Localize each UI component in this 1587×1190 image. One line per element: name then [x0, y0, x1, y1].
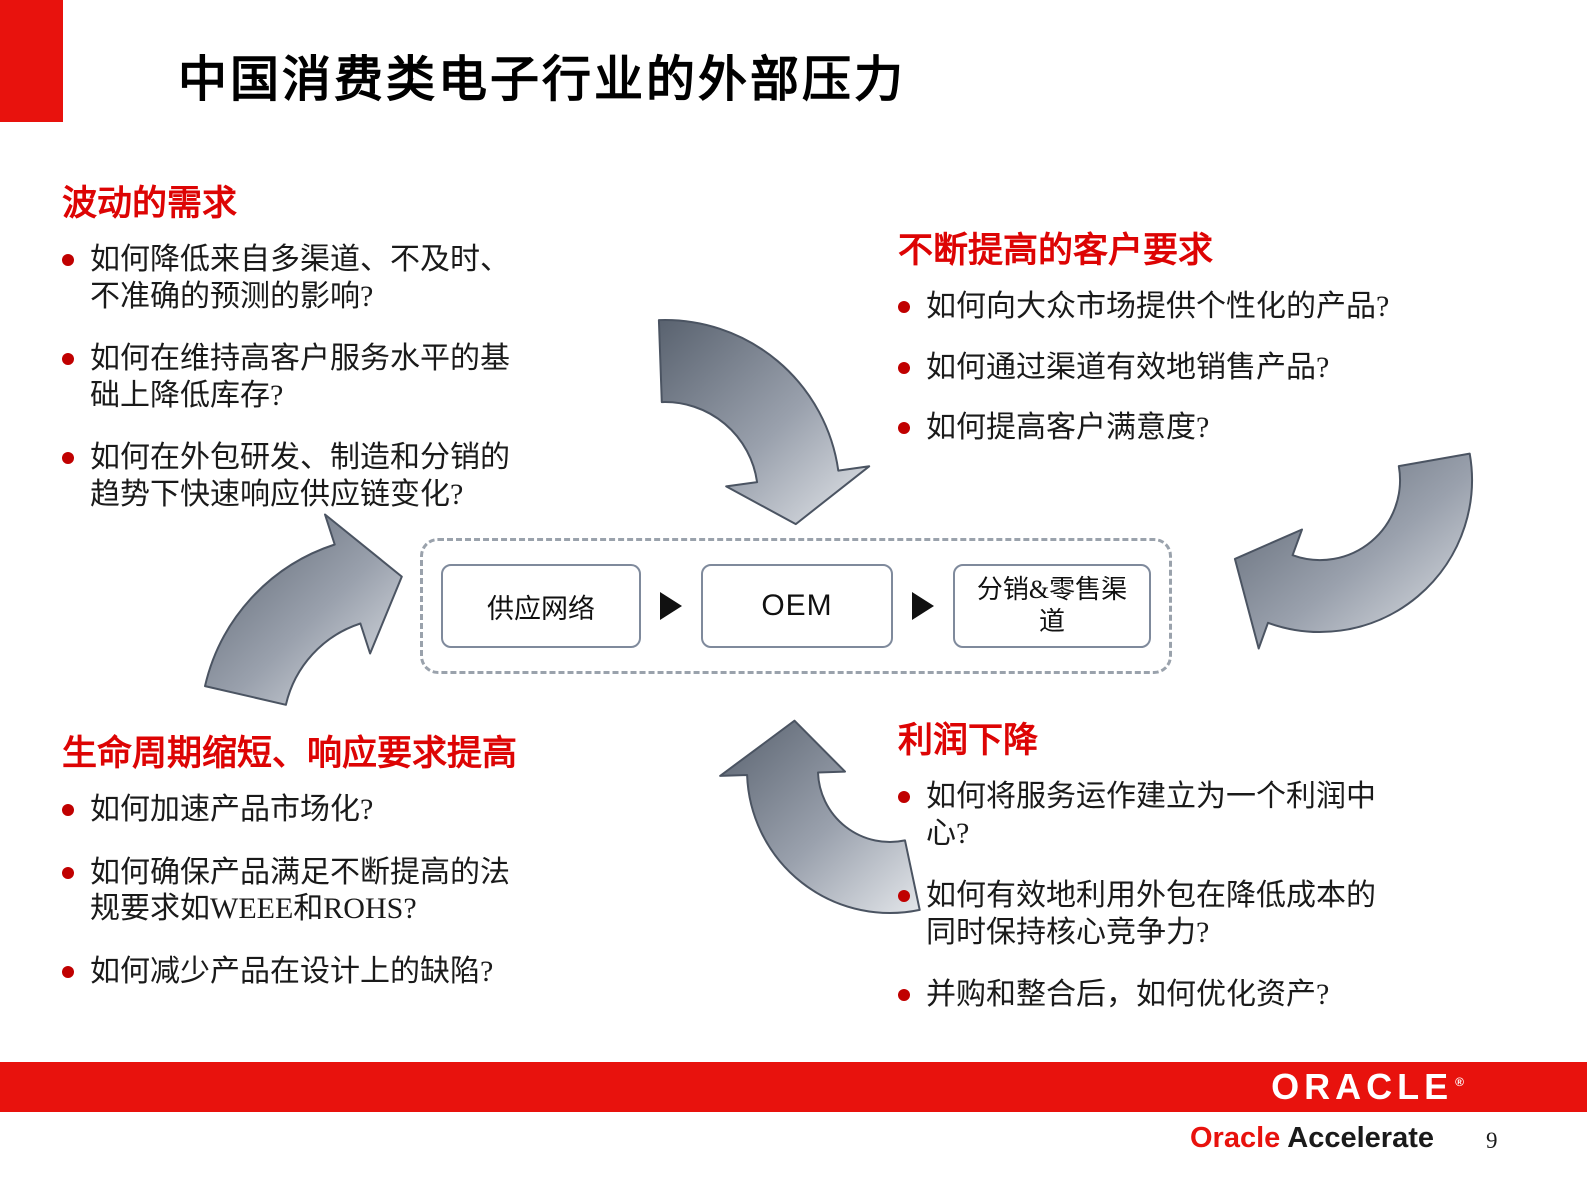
flow-box-label: OEM [761, 589, 833, 622]
curved-arrow-up-icon [719, 719, 921, 915]
bullet-text: 如何加速产品市场化? [90, 793, 374, 826]
bullet-text: 如何通过渠道有效地销售产品? [926, 350, 1330, 384]
bullet-item: 如何有效地利用外包在降低成本的同时保持核心竞争力? [898, 878, 1400, 951]
bullet-list: 如何向大众市场提供个性化的产品? 如何通过渠道有效地销售产品? 如何提高客户满意… [898, 289, 1578, 447]
bullet-text: 如何降低来自多渠道、不及时、不准确的预测的影响? [90, 243, 510, 313]
bullet-dot-icon [898, 301, 910, 313]
section-heading: 利润下降 [898, 721, 1039, 760]
section-customer-requirements: 不断提高的客户要求 如何向大众市场提供个性化的产品? 如何通过渠道有效地销售产品… [898, 222, 1578, 471]
bullet-item: 并购和整合后，如何优化资产? [898, 977, 1400, 1014]
bullet-item: 如何加速产品市场化? [62, 792, 524, 829]
bullet-list: 如何将服务运作建立为一个利润中心? 如何有效地利用外包在降低成本的同时保持核心竞… [898, 779, 1400, 1014]
corner-accent-bar [0, 0, 63, 122]
flow-box-label: 供应网络 [487, 593, 595, 624]
curved-arrow-down-icon [657, 319, 871, 526]
bullet-text: 如何将服务运作建立为一个利润中心? [926, 780, 1376, 850]
bullet-item: 如何确保产品满足不断提高的法规要求如WEEE和ROHS? [62, 855, 524, 928]
bullet-dot-icon [898, 791, 910, 803]
curved-arrow-left-icon [1233, 452, 1473, 650]
bullet-dot-icon [62, 452, 74, 465]
registered-mark: ® [1455, 1075, 1469, 1089]
section-shorter-lifecycle: 生命周期缩短、响应要求提高 如何加速产品市场化? 如何确保产品满足不断提高的法规… [62, 725, 524, 1016]
bullet-text: 如何提高客户满意度? [926, 411, 1210, 445]
bullet-text: 如何向大众市场提供个性化的产品? [926, 290, 1390, 323]
supply-chain-flow: 供应网络 OEM 分销&零售渠道 [420, 538, 1172, 674]
bullet-item: 如何通过渠道有效地销售产品? [898, 350, 1578, 387]
bullet-dot-icon [62, 254, 74, 266]
bullet-dot-icon [62, 965, 74, 978]
bullet-dot-icon [62, 804, 74, 816]
bullet-dot-icon [898, 422, 910, 435]
flow-arrow-right-icon [912, 592, 934, 620]
page-number: 9 [1486, 1128, 1498, 1153]
bullet-item: 如何在外包研发、制造和分销的趋势下快速响应供应链变化? [62, 440, 520, 513]
bullet-text: 如何在维持高客户服务水平的基础上降低库存? [90, 342, 510, 412]
flow-box-label: 分销&零售渠道 [976, 574, 1128, 637]
bullet-text: 如何有效地利用外包在降低成本的同时保持核心竞争力? [926, 879, 1376, 949]
bullet-item: 如何将服务运作建立为一个利润中心? [898, 779, 1400, 852]
flow-box-oem: OEM [701, 564, 893, 648]
bullet-dot-icon [898, 890, 910, 903]
bullet-dot-icon [898, 361, 910, 374]
bullet-text: 如何确保产品满足不断提高的法规要求如WEEE和ROHS? [90, 855, 510, 926]
flow-arrow-right-icon [660, 592, 682, 620]
bullet-dot-icon [62, 866, 74, 879]
bullet-dot-icon [62, 353, 74, 366]
section-fluctuating-demand: 波动的需求 如何降低来自多渠道、不及时、不准确的预测的影响? 如何在维持高客户服… [62, 175, 520, 540]
section-heading: 不断提高的客户要求 [898, 231, 1214, 270]
bullet-item: 如何向大众市场提供个性化的产品? [898, 289, 1578, 326]
bullet-dot-icon [898, 989, 910, 1002]
bullet-item: 如何减少产品在设计上的缺陷? [62, 954, 524, 991]
bullet-list: 如何加速产品市场化? 如何确保产品满足不断提高的法规要求如WEEE和ROHS? … [62, 792, 524, 990]
bullet-text: 如何减少产品在设计上的缺陷? [90, 954, 494, 988]
bullet-text: 并购和整合后，如何优化资产? [926, 978, 1330, 1012]
flow-box-distribution-retail: 分销&零售渠道 [953, 564, 1151, 648]
section-declining-profit: 利润下降 如何将服务运作建立为一个利润中心? 如何有效地利用外包在降低成本的同时… [898, 712, 1400, 1040]
oracle-accelerate-brand: Oracle Accelerate [1190, 1122, 1434, 1154]
sub-footer: Oracle Accelerate 9 [0, 1112, 1587, 1190]
page-title: 中国消费类电子行业的外部压力 [178, 52, 907, 107]
bullet-item: 如何提高客户满意度? [898, 410, 1578, 447]
flow-box-supply-network: 供应网络 [441, 564, 641, 648]
bullet-list: 如何降低来自多渠道、不及时、不准确的预测的影响? 如何在维持高客户服务水平的基础… [62, 242, 520, 514]
bullet-item: 如何在维持高客户服务水平的基础上降低库存? [62, 341, 520, 414]
oracle-red-bar: ORACLE® [0, 1062, 1587, 1112]
oracle-logo: ORACLE® [1271, 1066, 1469, 1107]
bullet-text: 如何在外包研发、制造和分销的趋势下快速响应供应链变化? [90, 441, 510, 511]
section-heading: 波动的需求 [62, 184, 238, 223]
section-heading: 生命周期缩短、响应要求提高 [62, 734, 518, 773]
curved-arrow-right-icon [204, 513, 403, 706]
bullet-item: 如何降低来自多渠道、不及时、不准确的预测的影响? [62, 242, 520, 315]
